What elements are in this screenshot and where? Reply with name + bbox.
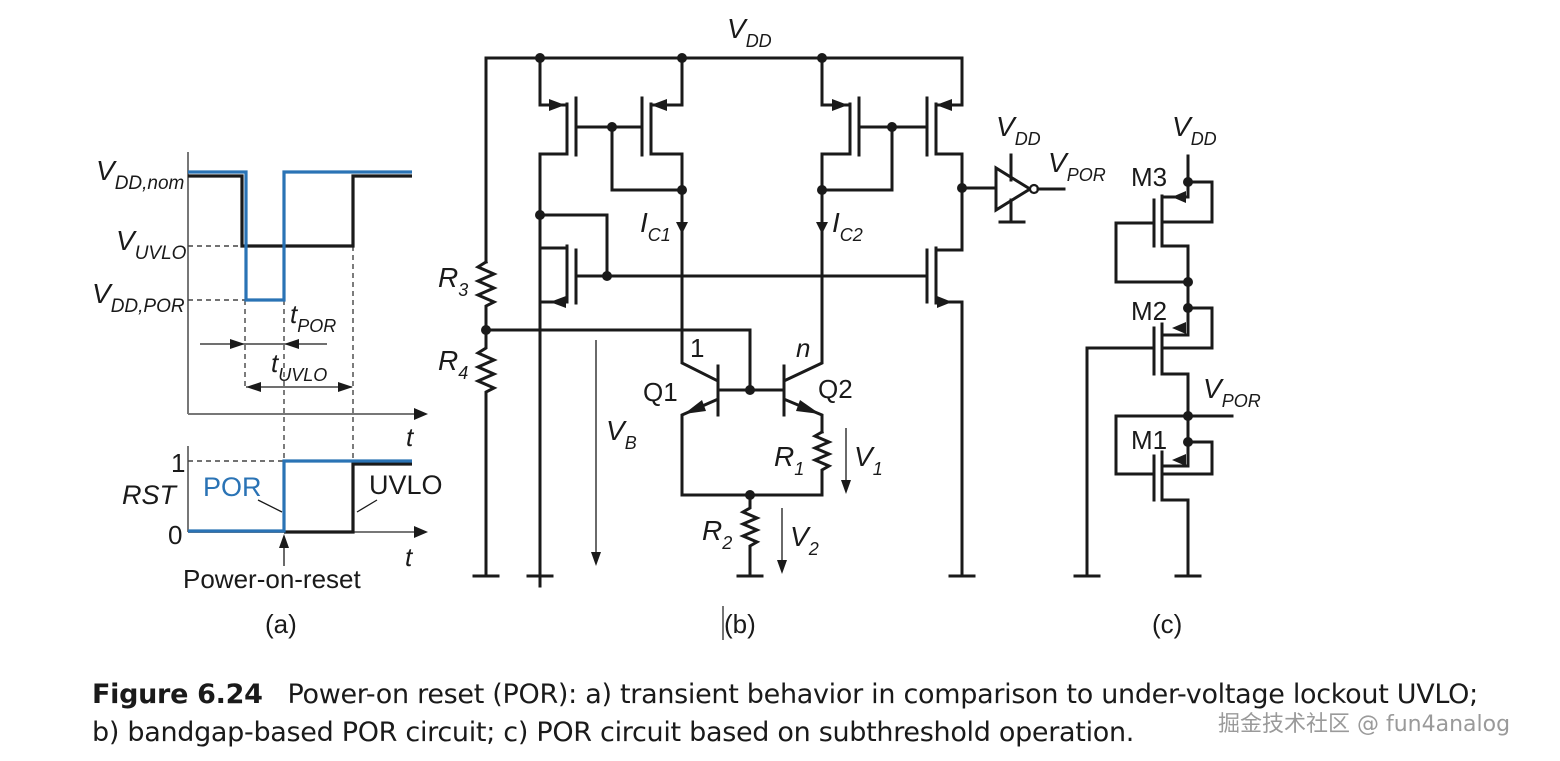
- rst-y-label: RST: [122, 480, 179, 510]
- tuvlo-arrow-left-icon: [246, 382, 261, 392]
- left-branch-wire: [538, 152, 569, 588]
- inverter-vdd-label: VDD: [996, 111, 1041, 149]
- ic2-label: IC2: [832, 207, 863, 245]
- q2-label: Q2: [818, 374, 853, 404]
- vuvlo-label: VUVLO: [116, 225, 187, 264]
- resistor-r4: [474, 328, 498, 578]
- q1-label: Q1: [643, 377, 678, 407]
- legend-uvlo: UVLO: [369, 470, 443, 500]
- m2-label: M2: [1131, 296, 1167, 326]
- uvlo-voltage-trace: [188, 174, 412, 248]
- panel-b-label: (b): [724, 609, 756, 639]
- v1-label: V1: [854, 441, 883, 479]
- uvlo-leader-line: [356, 499, 378, 513]
- panel-c-label: (c): [1152, 609, 1182, 639]
- m1-label: M1: [1131, 425, 1167, 455]
- vpor-output-label: VPOR: [1048, 147, 1106, 185]
- panel-a-timing-diagram: VDD,nom VUVLO VDD,POR tPOR tUVLO t 1 0 R…: [92, 152, 443, 639]
- rst-x-axis-label: t: [405, 542, 414, 572]
- panel-c-vdd-label: VDD: [1172, 111, 1217, 149]
- legend-por: POR: [203, 472, 262, 502]
- r1-label: R1: [774, 441, 804, 479]
- panel-c-subthreshold-por-circuit: VDD M3 M2 VPOR M1 (c): [1073, 111, 1261, 639]
- rst-tick-high: 1: [171, 448, 185, 478]
- panel-a-label: (a): [265, 609, 297, 639]
- ic1-label: IC1: [640, 207, 671, 245]
- v2-label: V2: [790, 521, 819, 559]
- pmos-left-arrow-icon: [549, 99, 565, 111]
- ic1-arrow-icon: [676, 222, 688, 234]
- resistor-r2: [739, 493, 761, 578]
- rst-x-arrow-icon: [414, 526, 428, 538]
- resistor-r1: [811, 429, 833, 497]
- vb-wire: [484, 328, 752, 392]
- figure-canvas: VDD,nom VUVLO VDD,POR tPOR tUVLO t 1 0 R…: [92, 13, 1261, 640]
- tpor-label: tPOR: [290, 299, 336, 336]
- m3-arrow-icon: [1172, 191, 1186, 203]
- r3-label: R3: [438, 262, 468, 300]
- caption-line-1: Figure 6.24 Power-on reset (POR): a) tra…: [92, 676, 1478, 714]
- uvlo-reset-trace: [284, 462, 412, 534]
- watermark: 掘金技术社区 @ fun4analog: [1218, 712, 1511, 737]
- power-on-reset-marker-icon: [279, 534, 289, 548]
- figure-number: Figure 6.24: [92, 679, 263, 710]
- tuvlo-arrow-right-icon: [338, 382, 353, 392]
- q1-emitter-arrow-icon: [684, 400, 706, 414]
- inverter-icon: [994, 165, 1033, 213]
- caption-line-2: b) bandgap-based POR circuit; c) POR cir…: [92, 717, 1135, 748]
- power-on-reset-label: Power-on-reset: [183, 564, 362, 594]
- tpor-arrow-right-icon: [284, 339, 299, 349]
- tuvlo-label: tUVLO: [271, 348, 327, 385]
- rst-tick-low: 0: [168, 520, 182, 550]
- q1-ratio-label: 1: [690, 333, 704, 363]
- vb-label: VB: [606, 415, 637, 453]
- caption-text-1: Power-on reset (POR): a) transient behav…: [287, 679, 1478, 710]
- voltage-x-axis-label: t: [406, 422, 415, 452]
- m1-arrow-icon: [1172, 454, 1186, 466]
- m3-label: M3: [1131, 162, 1167, 192]
- resistor-r3: [474, 259, 498, 332]
- panel-c-vpor-label: VPOR: [1203, 373, 1261, 411]
- q2-ratio-label: n: [796, 333, 810, 363]
- voltage-x-arrow-icon: [414, 408, 428, 420]
- por-voltage-trace: [188, 170, 412, 302]
- ic2-arrow-icon: [816, 222, 828, 234]
- por-reset-trace: [188, 459, 412, 533]
- por-leader-line: [257, 499, 283, 513]
- vdd-label: VDD: [727, 13, 772, 51]
- tpor-arrow-left-icon: [230, 339, 245, 349]
- r2-label: R2: [702, 515, 732, 553]
- r4-label: R4: [438, 345, 468, 383]
- q2-emitter-arrow-icon: [796, 400, 820, 414]
- panel-b-bandgap-por-circuit: VDD VDD VPOR IC1 IC2 R3 R4 VB 1 n Q1 Q2 …: [438, 13, 1106, 640]
- vddpor-label: VDD,POR: [92, 278, 185, 317]
- vdd-nom-label: VDD,nom: [96, 155, 184, 194]
- figure-caption: Figure 6.24 Power-on reset (POR): a) tra…: [92, 676, 1478, 752]
- m2-arrow-icon: [1172, 322, 1186, 334]
